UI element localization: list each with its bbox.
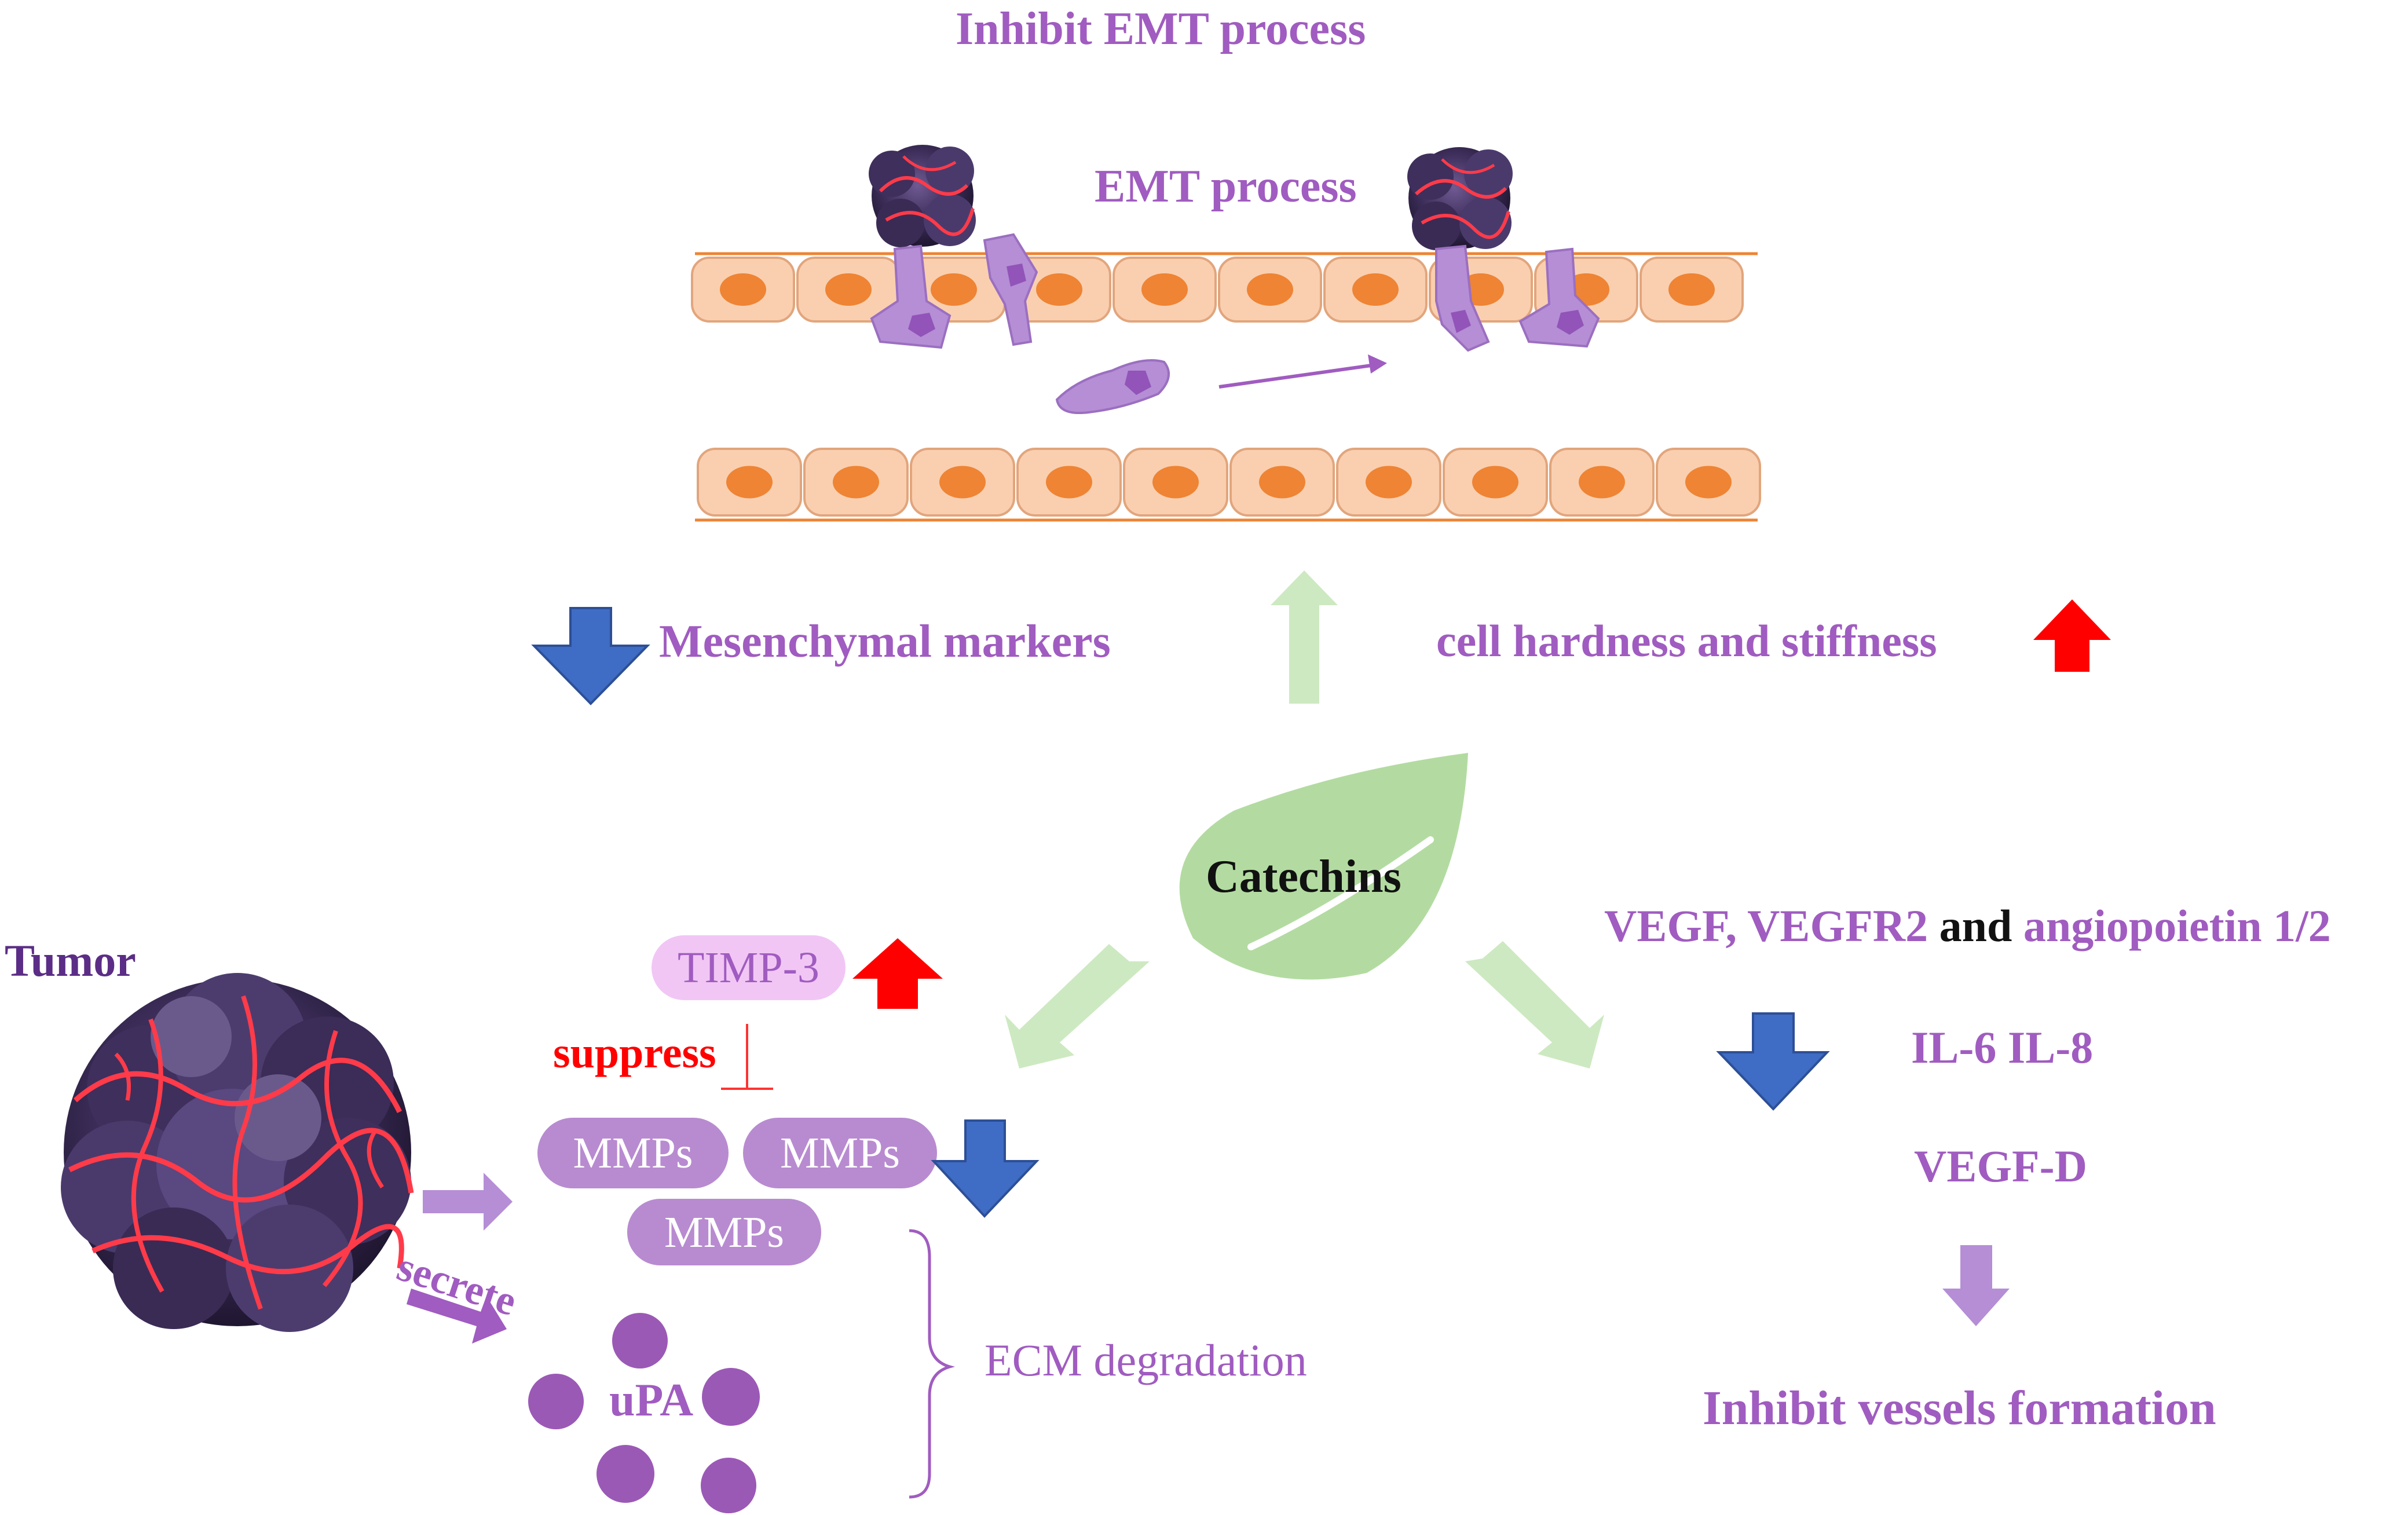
upa-label: uPA [609, 1375, 694, 1426]
migration-direction-arrow [1218, 354, 1387, 389]
mesenchymal-down-arrow [531, 607, 650, 705]
emt-process-label: EMT process [1095, 161, 1357, 212]
lower-endothelial-nucleus [939, 466, 986, 499]
timp3-label: TIMP-3 [678, 943, 819, 992]
vegfd-label: VEGF-D [1914, 1141, 2087, 1191]
upa-dots [528, 1313, 760, 1513]
ecm-degradation-label: ECM degradation [985, 1335, 1307, 1385]
lower-endothelial-nucleus [1579, 466, 1625, 499]
lower-endothelial-nucleus [726, 466, 773, 499]
vegfd-to-result-arrow [1942, 1245, 2010, 1326]
small-tumor-right [1407, 147, 1513, 250]
upper-endothelial-nucleus [1668, 273, 1715, 306]
ecm-brace [909, 1229, 956, 1499]
diagram-title: Inhibit EMT process [956, 3, 1366, 54]
vegf-label: VEGF, VEGFR2 [1604, 901, 1928, 951]
upper-endothelial-nucleus [1036, 273, 1082, 306]
mmps-pill-1 [537, 1118, 729, 1188]
catechins-leaf [1179, 753, 1468, 980]
migrating-cell-right-b [1518, 247, 1600, 348]
cell-hardness-label: cell hardness and stiffness [1436, 616, 1937, 666]
lower-endothelial-nucleus [1472, 466, 1518, 499]
migrating-cell-left-a [870, 244, 952, 349]
secrete-arrow [407, 1289, 507, 1344]
small-tumor-left [869, 145, 976, 247]
catechins-down-right-arrow [1465, 941, 1604, 1068]
timp3-pill [652, 935, 846, 1000]
upper-endothelial-nucleus [1352, 273, 1399, 306]
mmps-pill-3 [627, 1199, 821, 1265]
mmps-pill-2 [743, 1118, 937, 1188]
mmps-label-1: MMPs [573, 1129, 693, 1177]
upper-endothelial-nucleus [931, 273, 977, 306]
migrating-cell-right-a [1435, 244, 1490, 352]
mesenchymal-markers-label: Mesenchymal markers [659, 616, 1111, 667]
hardness-up-arrow [2033, 599, 2111, 672]
tumor-label: Tumor [5, 935, 136, 986]
upper-endothelial-nucleus [1247, 273, 1293, 306]
migrating-cell-middle [1055, 359, 1170, 414]
tumor-to-mmps-arrow [423, 1173, 513, 1231]
vegf-and-label: and [1939, 901, 2012, 951]
vegf-line: VEGF, VEGFR2 and angiopoietin 1/2 [1604, 903, 2331, 949]
upper-endothelial-nucleus [825, 273, 872, 306]
inhibit-vessels-label: Inhibit vessels formation [1703, 1381, 2216, 1435]
angiopoietin-label: angiopoietin 1/2 [2023, 901, 2331, 951]
lower-endothelial-nucleus [1259, 466, 1305, 499]
catechins-down-left-arrow [1005, 944, 1150, 1068]
lower-vessel-wall [695, 448, 1761, 522]
catechins-label: Catechins [1206, 851, 1401, 902]
upper-endothelial-nucleus [720, 273, 766, 306]
lower-endothelial-nucleus [833, 466, 879, 499]
migrating-cell-left-b [983, 233, 1038, 346]
upper-endothelial-nucleus [1141, 273, 1188, 306]
mmps-label-2: MMPs [780, 1129, 900, 1177]
vegf-down-arrow [1716, 1012, 1830, 1111]
lower-endothelial-nucleus [1152, 466, 1199, 499]
il-label: IL-6 IL-8 [1911, 1022, 2094, 1073]
timp3-up-arrow [852, 938, 943, 1009]
mmps-label-3: MMPs [664, 1208, 784, 1257]
large-tumor [61, 973, 414, 1332]
catechins-up-arrow [1271, 570, 1338, 704]
lower-endothelial-nucleus [1366, 466, 1412, 499]
lower-endothelial-nucleus [1685, 466, 1732, 499]
suppress-label: suppress [553, 1029, 716, 1077]
mmps-down-arrow [931, 1119, 1040, 1218]
upper-vessel-wall [691, 252, 1758, 323]
lower-endothelial-nucleus [1046, 466, 1092, 499]
suppress-inhibition-mark [721, 1024, 773, 1090]
